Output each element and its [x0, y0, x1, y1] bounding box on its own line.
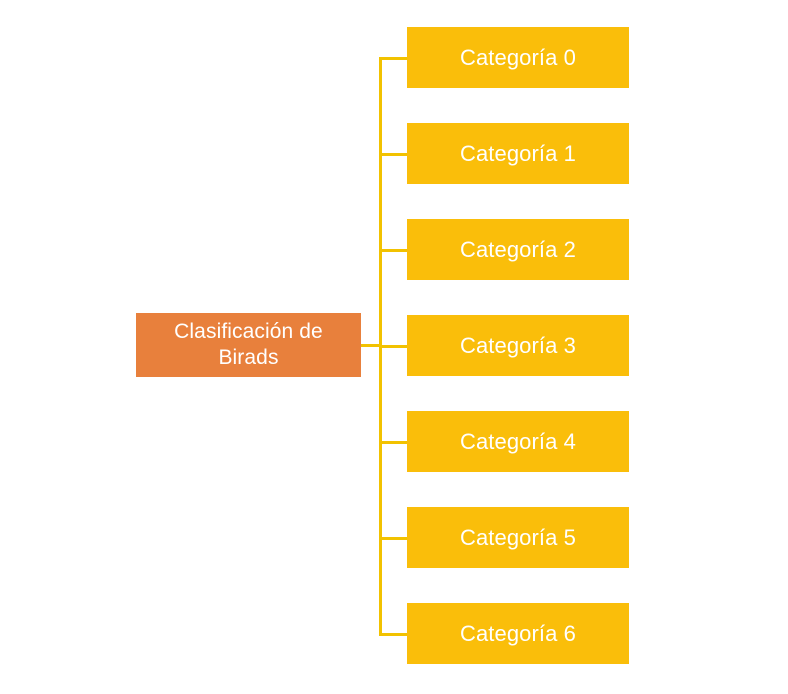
node-label-categoria-2: Categoría 2 [459, 236, 577, 262]
connector-stub-category-2 [379, 249, 409, 252]
node-label-categoria-0: Categoría 0 [459, 44, 577, 70]
node-label-categoria-5: Categoría 5 [459, 524, 577, 550]
root-node-birads-classification[interactable]: Clasificación de Birads [136, 313, 361, 377]
connector-stub-category-5 [379, 537, 409, 540]
root-connector-stub [359, 344, 381, 347]
node-categoria-6[interactable]: Categoría 6 [407, 603, 629, 664]
node-label-categoria-6: Categoría 6 [459, 620, 577, 646]
connector-stub-category-4 [379, 441, 409, 444]
connector-stub-category-3 [379, 345, 409, 348]
node-categoria-1[interactable]: Categoría 1 [407, 123, 629, 184]
connector-stub-category-1 [379, 153, 409, 156]
connector-stub-category-0 [379, 57, 409, 60]
node-categoria-5[interactable]: Categoría 5 [407, 507, 629, 568]
node-categoria-0[interactable]: Categoría 0 [407, 27, 629, 88]
node-label-categoria-4: Categoría 4 [459, 428, 577, 454]
connector-stub-category-6 [379, 633, 409, 636]
root-node-label: Clasificación de Birads [174, 320, 323, 369]
node-categoria-2[interactable]: Categoría 2 [407, 219, 629, 280]
node-categoria-4[interactable]: Categoría 4 [407, 411, 629, 472]
node-categoria-3[interactable]: Categoría 3 [407, 315, 629, 376]
trunk-connector-line [379, 57, 382, 635]
node-label-categoria-3: Categoría 3 [459, 332, 577, 358]
node-label-categoria-1: Categoría 1 [459, 140, 577, 166]
